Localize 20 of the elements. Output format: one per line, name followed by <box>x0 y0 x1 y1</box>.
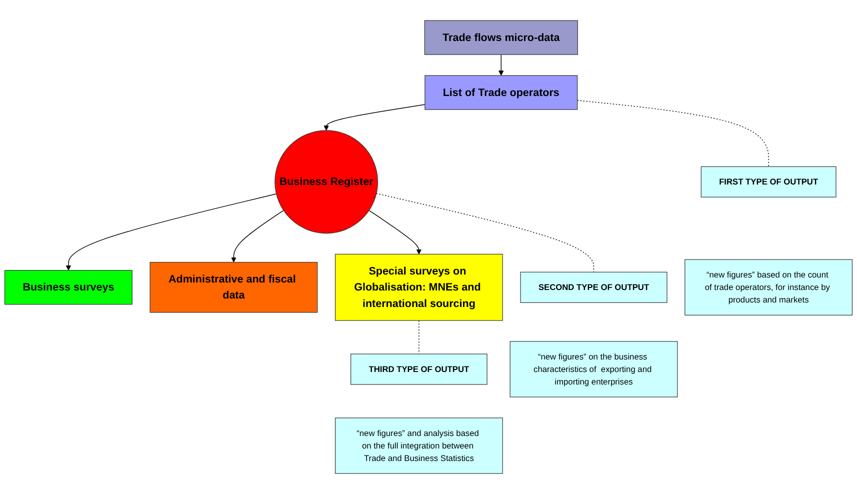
node-box: FIRST TYPE OF OUTPUT <box>700 166 836 198</box>
node-circle: Business Register <box>274 130 378 234</box>
node-box: SECOND TYPE OF OUTPUT <box>520 272 668 303</box>
connector <box>376 193 594 272</box>
connector <box>576 100 769 167</box>
node-box: Administrative and fiscal data <box>150 262 318 313</box>
node-box: “new figures” on the business characteristics of exporting and importing enterprises <box>510 341 678 398</box>
arrow <box>66 194 277 271</box>
node-box: “new figures” and analysis based on the full integration between Trade and Business Statistics <box>334 418 503 474</box>
connector <box>418 320 420 354</box>
node-box: Trade flows micro-data <box>424 20 578 55</box>
node-box: Business surveys <box>4 270 132 305</box>
arrow <box>498 54 504 76</box>
node-box: Special surveys on Globalisation: MNEs and international sourcing <box>334 254 503 321</box>
arrow <box>231 210 284 262</box>
node-box: “new figures” based on the count of trade operators, for instance by products and markets <box>684 259 853 316</box>
node-box: List of Trade operators <box>424 75 578 110</box>
arrow <box>368 210 422 254</box>
arrow <box>324 104 426 131</box>
node-box: THIRD TYPE OF OUTPUT <box>350 354 488 385</box>
